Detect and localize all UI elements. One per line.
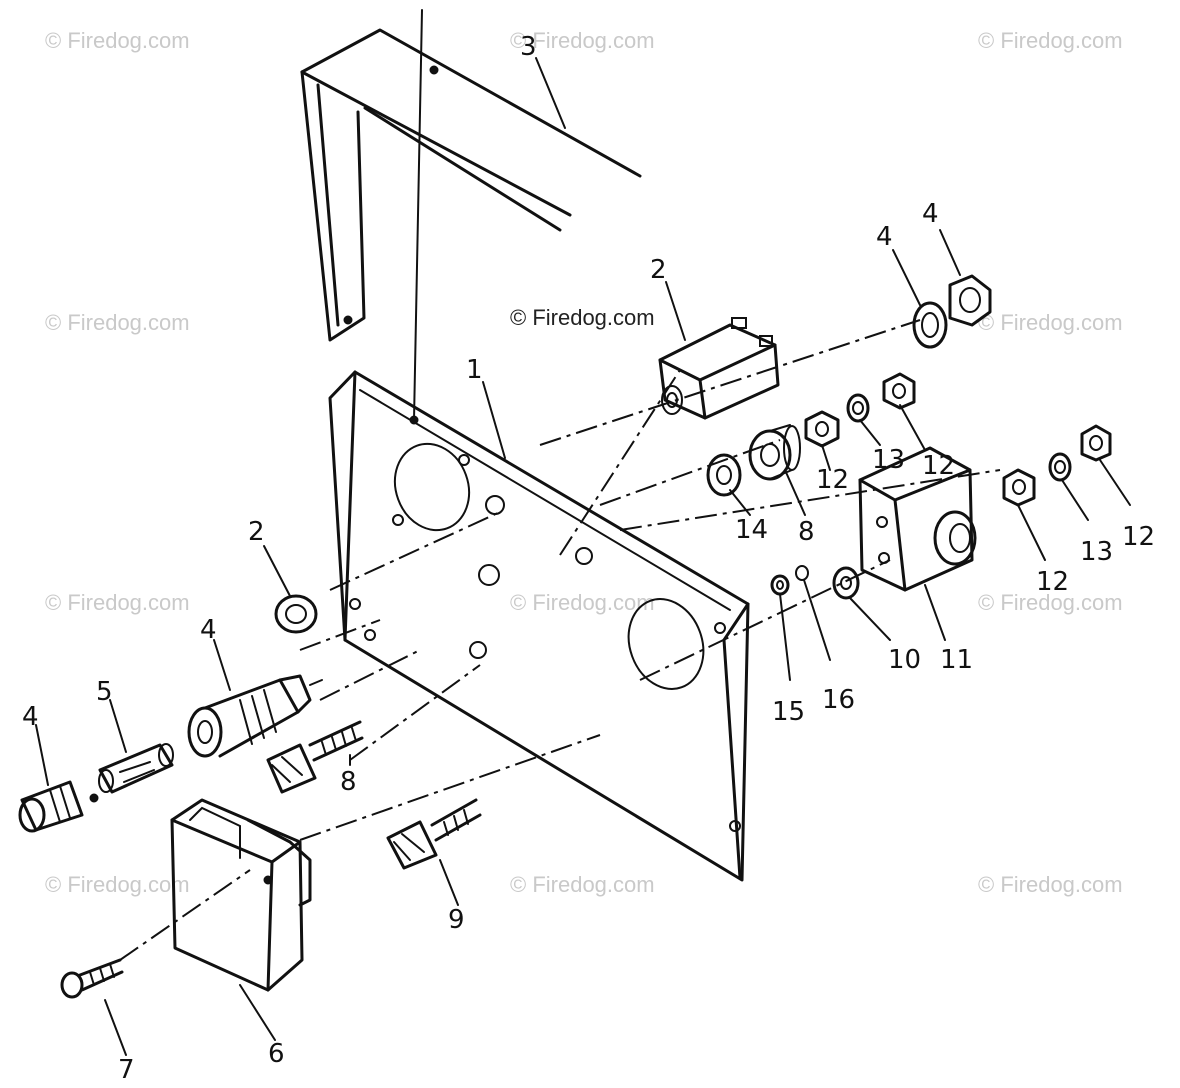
callout-15: 15 — [772, 697, 805, 727]
watermarks: © Firedog.com © Firedog.com © Firedog.co… — [45, 28, 1123, 897]
callout-1: 1 — [466, 355, 483, 385]
watermark: © Firedog.com — [510, 28, 655, 53]
watermark: © Firedog.com — [978, 872, 1123, 897]
callout-14: 14 — [735, 515, 768, 545]
callout-2: 2 — [650, 255, 667, 285]
panel-part-1 — [328, 370, 750, 882]
callout-4: 4 — [22, 702, 39, 732]
callout-4: 4 — [922, 199, 939, 229]
bracket-part-3 — [300, 28, 642, 342]
washer-part-13 — [846, 393, 870, 423]
callout-4: 4 — [876, 222, 893, 252]
callout-5: 5 — [96, 677, 113, 707]
callout-12: 12 — [816, 465, 849, 495]
washer-part-15 — [770, 574, 790, 596]
watermark-center: © Firedog.com — [510, 305, 655, 330]
nut-part-4 — [948, 274, 992, 327]
lockwasher-part-10 — [832, 566, 860, 600]
watermark: © Firedog.com — [45, 310, 190, 335]
washer-part-13 — [1048, 452, 1072, 482]
nut-part-12 — [882, 372, 916, 410]
watermark: © Firedog.com — [978, 310, 1123, 335]
callout-11: 11 — [940, 645, 973, 675]
watermark: © Firedog.com — [510, 872, 655, 897]
callout-13: 13 — [1080, 537, 1113, 567]
bushing-part-8 — [748, 424, 801, 481]
callout-13: 13 — [872, 445, 905, 475]
callout-8: 8 — [340, 767, 357, 797]
watermark: © Firedog.com — [978, 28, 1123, 53]
nut-part-12 — [1002, 468, 1036, 507]
callout-12: 12 — [1122, 522, 1155, 552]
callout-8: 8 — [798, 517, 815, 547]
screw-part-9 — [386, 798, 482, 870]
terminal-block-part-6 — [170, 798, 312, 992]
callout-9: 9 — [448, 905, 465, 935]
callouts: 3 1 2 4 4 2 4 5 4 8 9 6 7 14 8 12 13 12 … — [22, 32, 1155, 1085]
nut-part-12 — [804, 410, 840, 448]
screw-part-8 — [266, 720, 364, 794]
callout-10: 10 — [888, 645, 921, 675]
washer-part-2 — [274, 594, 318, 634]
fuse-part-5 — [98, 743, 174, 794]
watermark: © Firedog.com — [45, 590, 190, 615]
screw-part-7 — [60, 958, 124, 999]
leader-lines — [35, 57, 1131, 1056]
fuse-cap-part-4 — [18, 780, 99, 833]
switch-box-part-2 — [658, 317, 780, 420]
callout-12: 12 — [1036, 567, 1069, 597]
washer-part-14 — [706, 453, 742, 497]
watermark: © Firedog.com — [45, 28, 190, 53]
nut-part-12 — [1080, 424, 1112, 462]
nut-part-16 — [795, 565, 809, 581]
callout-6: 6 — [268, 1039, 285, 1069]
axis-line — [413, 9, 423, 421]
callout-7: 7 — [118, 1055, 135, 1085]
callout-4: 4 — [200, 615, 217, 645]
callout-2: 2 — [248, 517, 265, 547]
watermark: © Firedog.com — [45, 872, 190, 897]
callout-12: 12 — [922, 451, 955, 481]
washer-part-4 — [912, 301, 948, 349]
assembly-lines — [119, 319, 1001, 961]
bracket-part-11 — [858, 446, 977, 592]
watermark: © Firedog.com — [510, 590, 655, 615]
fuse-holder-part-4 — [187, 674, 323, 758]
callout-16: 16 — [822, 685, 855, 715]
callout-3: 3 — [520, 32, 537, 62]
watermark: © Firedog.com — [978, 590, 1123, 615]
